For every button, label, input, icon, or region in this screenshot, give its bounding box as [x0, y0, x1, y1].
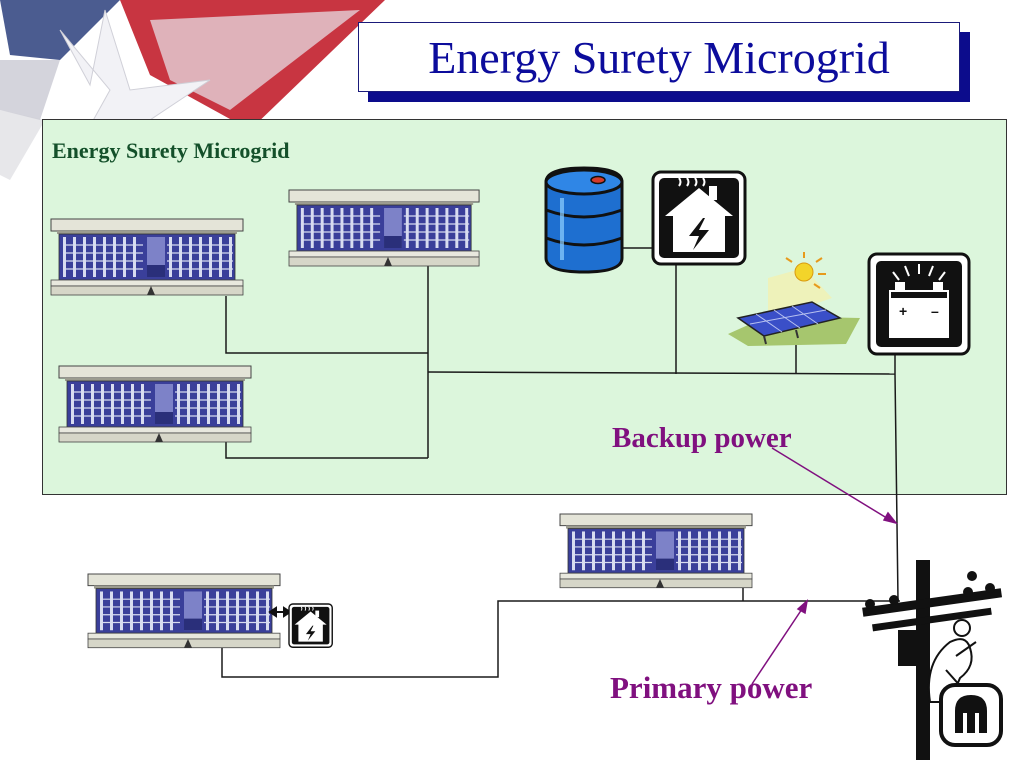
primary-power-label: Primary power [610, 670, 813, 705]
office-building-icon [58, 365, 252, 443]
office-building-icon [87, 573, 281, 649]
panel-label: Energy Surety Microgrid [52, 138, 290, 163]
slide-title: Energy Surety Microgrid [428, 31, 890, 83]
microgrid-wiring [225, 247, 899, 601]
solar-panel-icon [728, 252, 860, 346]
sandia-logo-icon [939, 683, 1003, 747]
office-building-icon [288, 189, 480, 267]
distribution-wiring [221, 588, 900, 678]
fuel-barrel-icon [544, 166, 624, 274]
title-box: Energy Surety Microgrid [358, 22, 960, 92]
generator-house-icon [288, 603, 333, 648]
office-building-icon [50, 218, 244, 296]
battery-icon: + – [867, 252, 971, 356]
backup-power-label: Backup power [612, 422, 792, 454]
office-building-icon [559, 513, 753, 589]
generator-house-icon [651, 170, 747, 266]
utility-pole-worker-icon [862, 560, 1003, 760]
callout-arrows [751, 447, 898, 685]
svg-text:+: + [899, 303, 907, 319]
double-arrow-icon [268, 606, 292, 618]
svg-text:–: – [931, 303, 939, 319]
